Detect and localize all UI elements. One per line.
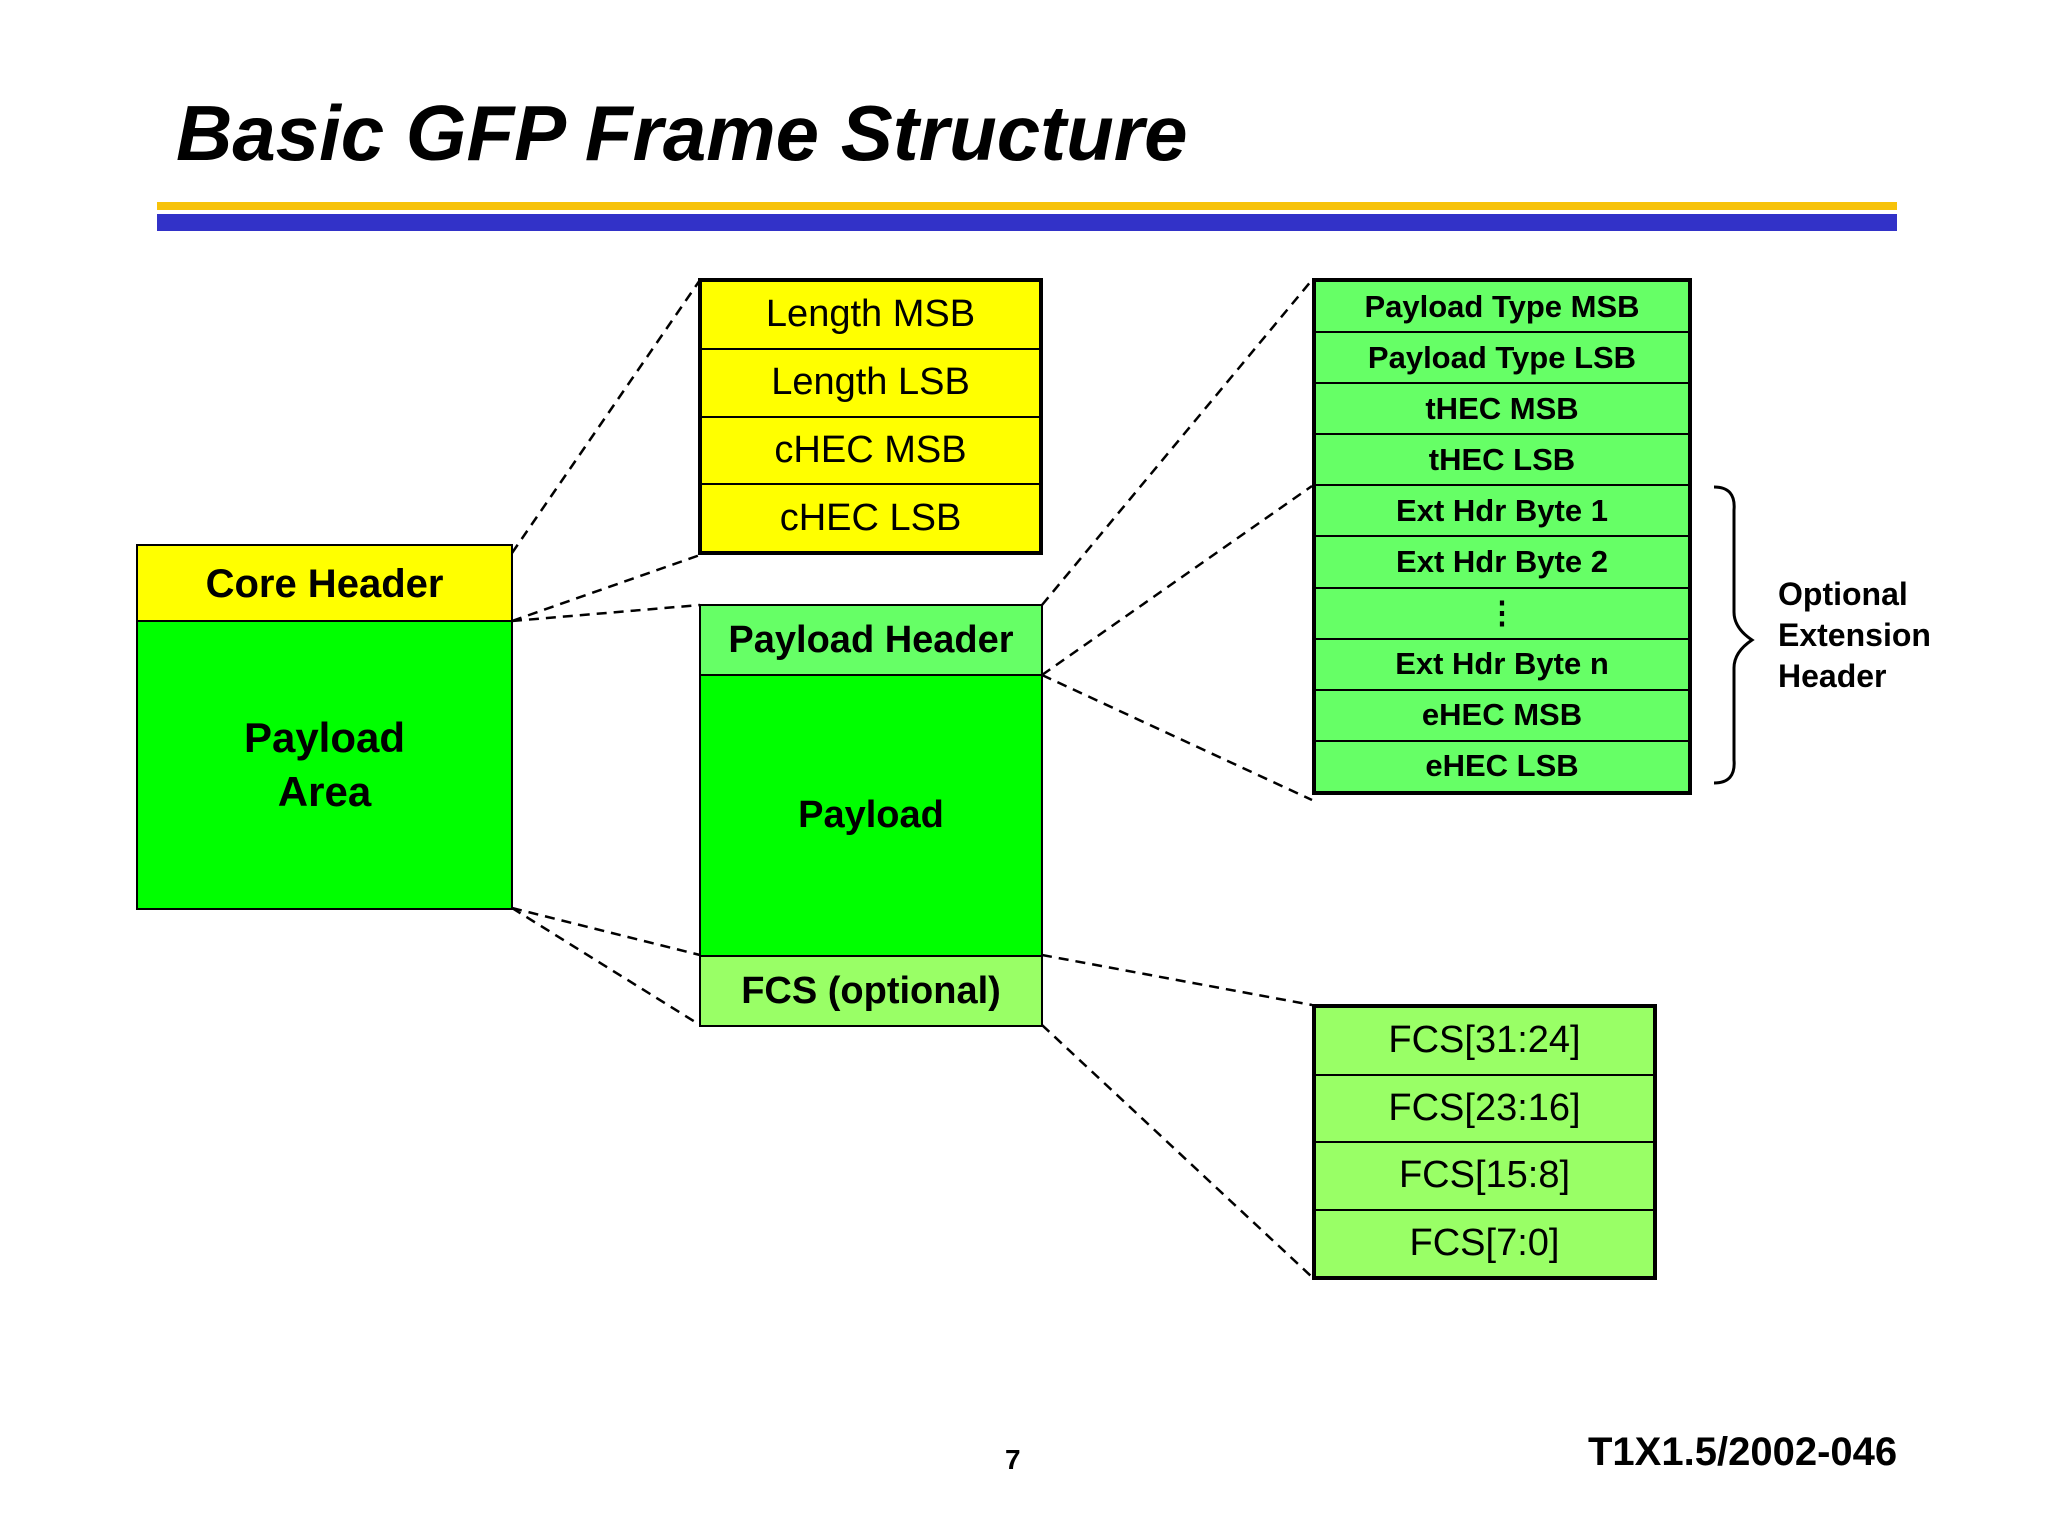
connector-ph-bottom [1041,673,1313,802]
title-rule-yellow [157,202,1897,210]
fcs-bytes: FCS[31:24] FCS[23:16] FCS[15:8] FCS[7:0] [1312,1004,1657,1280]
optional-label-line3: Header [1778,658,1887,694]
optional-label-line2: Extension [1778,617,1931,653]
payload-area-block: Payload Area [136,620,513,910]
connector-fcs-bottom [1041,1024,1313,1278]
connector-payload-bottom-a [511,906,701,957]
connector-core-top [510,279,702,554]
payload-area-label-line2: Area [277,768,372,815]
payload-header-byte: tHEC MSB [1316,382,1688,433]
connector-payload-bottom-b [511,906,701,1027]
core-header-bytes: Length MSB Length LSB cHEC MSB cHEC LSB [698,278,1043,555]
title-rule-blue [157,214,1897,231]
payload-header-byte: Ext Hdr Byte n [1316,637,1688,689]
connector-ph-top [1041,279,1313,606]
payload-header-byte: Ext Hdr Byte 2 [1316,535,1688,586]
fcs-byte: FCS[7:0] [1316,1208,1653,1277]
document-id: T1X1.5/2002-046 [1588,1430,1898,1474]
payload-header-byte: eHEC MSB [1316,688,1688,740]
fcs-byte: FCS[31:24] [1388,1019,1581,1062]
payload-header-byte: Payload Type LSB [1316,331,1688,382]
fcs-byte: FCS[15:8] [1316,1141,1653,1209]
payload-block: Payload [699,674,1043,957]
core-header-byte: Length MSB [765,293,976,336]
optional-label-line1: Optional [1778,576,1908,612]
payload-label: Payload [798,794,944,836]
connector-fcs-top [1041,953,1313,1007]
core-header-byte: Length LSB [702,347,1039,416]
fcs-optional-block: FCS (optional) [699,955,1043,1027]
payload-header-byte: eHEC LSB [1316,739,1688,791]
payload-header-byte: tHEC LSB [1316,433,1688,484]
fcs-optional-label: FCS (optional) [741,969,1001,1012]
core-header-block: Core Header [136,544,513,624]
payload-header-ellipsis: ⋮ [1316,586,1688,638]
page-number: 7 [1005,1444,1021,1475]
core-header-label: Core Header [205,561,444,606]
payload-header-label: Payload Header [728,618,1014,661]
payload-header-block: Payload Header [699,604,1043,676]
brace-icon [1713,485,1755,785]
optional-extension-header-label: Optional Extension Header [1778,574,1931,697]
payload-header-byte: Payload Type MSB [1364,288,1640,324]
slide-title: Basic GFP Frame Structure [176,89,1188,177]
connector-payload-top [511,603,701,623]
core-header-byte: cHEC LSB [702,483,1039,551]
payload-header-byte: Ext Hdr Byte 1 [1316,484,1688,535]
payload-area-label-line1: Payload [243,714,406,761]
core-header-byte: cHEC MSB [702,415,1039,484]
payload-header-bytes: Payload Type MSB Payload Type LSB tHEC M… [1312,278,1692,795]
connector-core-bottom [511,553,701,623]
connector-ext-top [1041,484,1313,677]
fcs-byte: FCS[23:16] [1316,1073,1653,1142]
